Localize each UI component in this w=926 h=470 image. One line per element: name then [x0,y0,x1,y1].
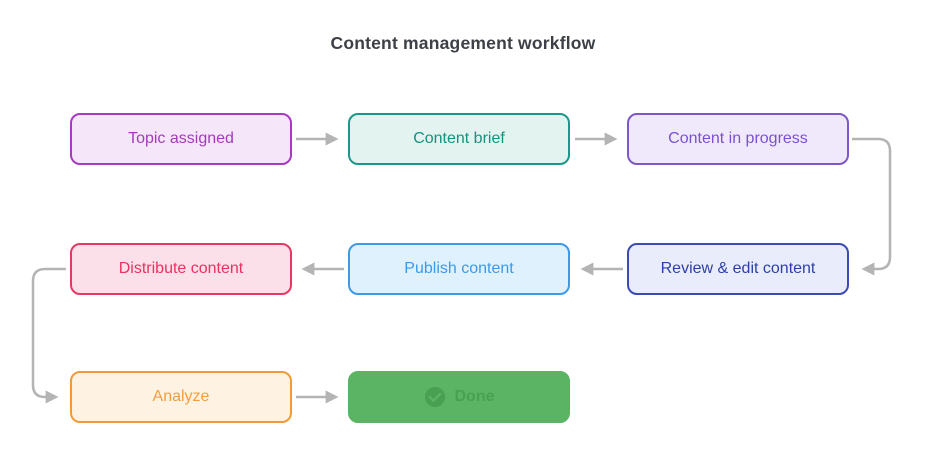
node-done: Done [348,371,570,423]
node-review-edit-content: Review & edit content [627,243,849,295]
node-label: Publish content [404,260,514,277]
node-topic-assigned: Topic assigned [70,113,292,165]
node-content-brief: Content brief [348,113,570,165]
node-content-in-progress: Content in progress [627,113,849,165]
node-distribute-content: Distribute content [70,243,292,295]
node-label: Analyze [152,388,210,405]
node-label: Review & edit content [660,260,816,277]
node-publish-content: Publish content [348,243,570,295]
node-label: Content brief [413,130,505,147]
node-label: Done [454,388,495,405]
diagram-title: Content management workflow [330,33,596,53]
node-label: Content in progress [668,130,808,147]
node-analyze: Analyze [70,371,292,423]
node-label: Distribute content [118,260,244,277]
check-circle-icon [424,386,445,408]
elbow-progress-to-review [852,137,892,276]
node-label: Topic assigned [128,130,234,147]
elbow-distribute-to-analyze [31,267,66,404]
